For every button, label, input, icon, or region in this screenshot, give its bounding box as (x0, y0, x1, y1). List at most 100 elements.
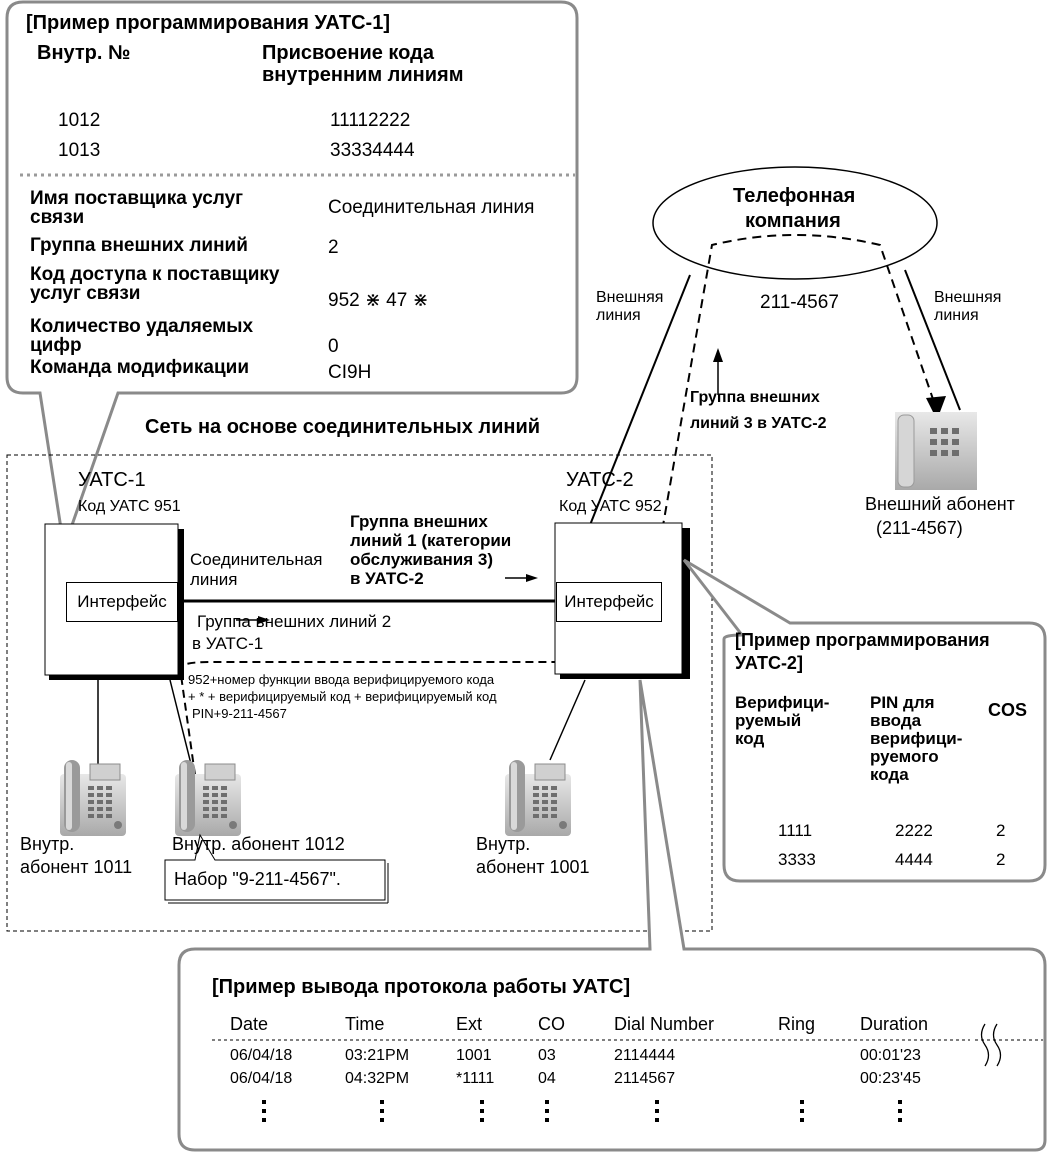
field-access-code-value: 952 ⋇ 47 ⋇ (328, 290, 429, 311)
field-trunk-group-value: 2 (328, 237, 339, 258)
smdr-r2-duration: 00:23'45 (860, 1070, 921, 1087)
group1-label-3: обслуживания 3) (350, 550, 494, 569)
pbx2-interface: Интерфейс (556, 582, 662, 622)
smdr-r2-co: 04 (538, 1070, 556, 1087)
smdr-r1-duration: 00:01'23 (860, 1047, 921, 1064)
smdr-header-co: CO (538, 1014, 565, 1034)
call-path-arrowhead (926, 396, 946, 420)
smdr-r1-dial: 2114444 (614, 1047, 676, 1064)
co-line-right-2: линия (934, 307, 979, 324)
smdr-header-ring: Ring (778, 1014, 816, 1034)
pbx1-name: УАТС-1 (78, 469, 146, 491)
pbx1-col-code-1: Присвоение кода (262, 42, 434, 64)
pbx2-col1-1: Верифици- (735, 693, 830, 712)
ext1011-label-2: абонент 1011 (20, 857, 133, 877)
smdr-r2-dial: 2114567 (614, 1070, 676, 1087)
pbx2-col2-5: кода (870, 765, 909, 784)
pbx1-code: Код УАТС 951 (78, 498, 181, 515)
field-access-code-label-1: Код доступа к поставщику (30, 264, 280, 285)
smdr-header-date: Date (230, 1014, 269, 1034)
outside-party-1: Внешний абонент (865, 494, 1015, 514)
pbx2-row1-cos: 2 (996, 821, 1006, 840)
smdr-header-duration: Duration (860, 1014, 929, 1034)
smdr-r1-co: 03 (538, 1047, 556, 1064)
network-boundary (6, 454, 713, 932)
co-line-left-1: Внешняя (596, 289, 664, 306)
pbx2-example-title-1: [Пример программирования (735, 630, 990, 650)
field-delete-digits-label-2: цифр (30, 335, 82, 356)
pbx2-name: УАТС-2 (566, 469, 634, 491)
field-provider-label-1: Имя поставщика услуг (30, 188, 244, 209)
pbx1-interface: Интерфейс (66, 582, 178, 622)
field-access-code-label-2: услуг связи (30, 283, 141, 304)
group3-label-1: Группа внешних (690, 389, 820, 406)
pbx1-row2-code: 33334444 (330, 140, 415, 161)
field-delete-digits-value: 0 (328, 336, 339, 357)
pbx2-row1-pin: 2222 (895, 821, 933, 840)
tie-line-label-2: линия (190, 570, 238, 589)
smdr-r1-ext: 1001 (456, 1047, 492, 1064)
outside-party-2: (211-4567) (876, 518, 963, 538)
field-provider-value: Соединительная линия (328, 197, 535, 218)
pbx2-col2-4: руемого (870, 747, 939, 766)
outside-phone-icon (895, 412, 977, 490)
group3-label-2: линий 3 в УАТС-2 (690, 415, 827, 432)
group1-label-1: Группа внешних (350, 512, 488, 531)
pbx2-col2-1: PIN для (870, 693, 935, 712)
co-line-right-1: Внешняя (934, 289, 1002, 306)
pbx2-col1-3: код (735, 729, 765, 748)
phone-icon-1012 (174, 759, 242, 837)
pbx2-example-title-2: УАТС-2] (735, 653, 803, 673)
telco-ellipse (652, 166, 938, 280)
smdr-r2-date: 06/04/18 (230, 1070, 293, 1087)
ext1011-label-1: Внутр. (20, 834, 75, 854)
tie-line-label-1: Соединительная (190, 550, 323, 569)
pbx1-row1-ext: 1012 (58, 110, 101, 131)
pbx1-example-title: [Пример программирования УАТС-1] (26, 12, 390, 34)
smdr-header-time: Time (345, 1014, 385, 1034)
ext1001-line (549, 679, 586, 761)
smdr-title: [Пример вывода протокола работы УАТС] (212, 976, 631, 998)
smdr-more-ext (480, 1100, 484, 1127)
dial-path (178, 661, 555, 776)
smdr-more-date (262, 1100, 266, 1127)
smdr-more-time (380, 1100, 384, 1127)
pbx2-row2-code: 3333 (778, 850, 816, 869)
dial-callout-box (164, 833, 386, 901)
field-modify-label: Команда модификации (30, 357, 250, 378)
smdr-header-ext: Ext (456, 1014, 483, 1034)
pbx2-col2-2: ввода (870, 711, 922, 730)
pbx2-col3: COS (988, 700, 1028, 720)
group1-arrow (526, 574, 538, 582)
pbx1-col-ext: Внутр. № (37, 42, 131, 64)
smdr-r1-date: 06/04/18 (230, 1047, 293, 1064)
network-title: Сеть на основе соединительных линий (145, 416, 541, 438)
field-trunk-group-label: Группа внешних линий (30, 235, 248, 256)
pbx1-col-code-2: внутренним линиям (262, 64, 464, 86)
ext1012-label: Внутр. абонент 1012 (172, 834, 345, 854)
smdr-header-dial: Dial Number (614, 1014, 715, 1034)
pbx2-col1-2: руемый (735, 711, 802, 730)
group2-label-2: в УАТС-1 (192, 634, 264, 653)
field-provider-label-2: связи (30, 207, 85, 228)
smdr-r2-ext: *1111 (456, 1070, 495, 1087)
ext1001-label-2: абонент 1001 (476, 857, 590, 877)
smdr-r1-time: 03:21PM (345, 1047, 410, 1064)
ext1001-label-1: Внутр. (476, 834, 531, 854)
pbx1-row2-ext: 1013 (58, 140, 101, 161)
pbx1-row1-code: 11112222 (330, 110, 411, 131)
smdr-callout-box (177, 679, 1047, 1152)
pbx2-row1-code: 1111 (778, 821, 813, 840)
smdr-more-ring (800, 1100, 804, 1127)
telco-label-2: компания (745, 210, 841, 232)
group1-label-4: в УАТС-2 (350, 569, 424, 588)
pbx2-row2-pin: 4444 (895, 850, 933, 869)
outside-number: 211-4567 (760, 292, 839, 313)
group2-label-1: Группа внешних линий 2 (197, 612, 392, 631)
co-line-right (904, 269, 961, 411)
smdr-more-co (545, 1100, 549, 1127)
smdr-more-dial (655, 1100, 659, 1127)
dial-sequence-3: PIN+9-211-4567 (192, 706, 287, 721)
dial-callout-text: Набор "9-211-4567". (174, 869, 341, 889)
